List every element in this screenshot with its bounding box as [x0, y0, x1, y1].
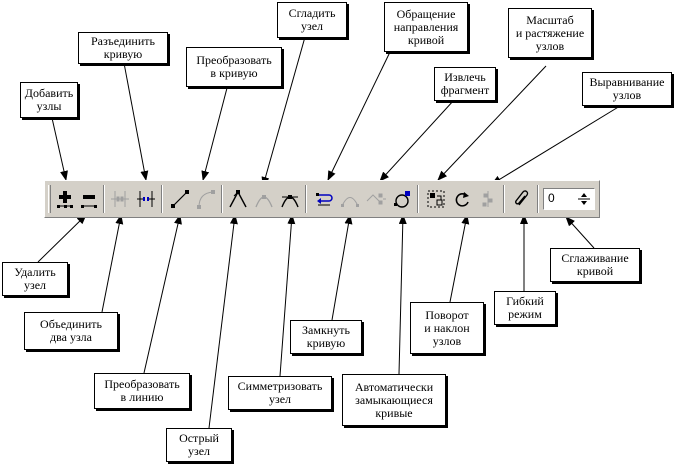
- delete-node-icon: [81, 195, 97, 208]
- delete-node-button[interactable]: [78, 187, 100, 211]
- toolbar-separator: [221, 185, 223, 213]
- arrow-symmetric-node: [279, 214, 296, 377]
- auto-close-button[interactable]: [391, 187, 413, 211]
- scale-nodes-button[interactable]: [425, 187, 447, 211]
- label-rotate-skew: Поворот и наклон узлов: [410, 302, 484, 354]
- close-curve-button[interactable]: [339, 187, 361, 211]
- cusp-node-button[interactable]: [227, 187, 249, 211]
- to-curve-icon: [197, 190, 215, 209]
- arrow-to-line: [143, 214, 182, 374]
- label-reverse-direction: Обращение направления кривой: [384, 2, 468, 52]
- rotate-nodes-button[interactable]: [451, 187, 473, 211]
- symmetric-node-button[interactable]: [279, 187, 301, 211]
- toolbar-separator: [503, 185, 505, 213]
- arrow-delete-node: [37, 214, 87, 263]
- arrow-rotate-nodes: [449, 214, 470, 303]
- label-curve-smoothing: Сглаживание кривой: [550, 248, 640, 282]
- add-node-icon: [57, 191, 73, 208]
- label-scale-stretch: Масштаб и растяжение узлов: [508, 8, 592, 58]
- toolbar-separator: [305, 185, 307, 213]
- label-delete-node: Удалить узел: [2, 262, 68, 296]
- arrow-curve-smoothing: [565, 216, 595, 249]
- curve-smoothing-value[interactable]: 0: [548, 191, 555, 205]
- arrow-close-curve: [331, 214, 353, 321]
- label-symmetric-node: Симметризовать узел: [228, 376, 332, 410]
- arrow-break-curve: [123, 62, 149, 181]
- arrow-align-nodes: [491, 105, 621, 185]
- label-break-curve: Разъединить кривую: [78, 32, 168, 64]
- label-auto-close: Автоматически замыкающиеся кривые: [342, 374, 446, 426]
- elastic-mode-button[interactable]: [511, 187, 533, 211]
- extract-subpath-button[interactable]: [365, 187, 387, 211]
- elastic-mode-icon: [515, 190, 529, 206]
- label-align-nodes: Выравнивание узлов: [582, 72, 672, 106]
- toolbar-separator: [537, 185, 539, 213]
- join-nodes-button[interactable]: [109, 187, 131, 211]
- label-close-curve: Замкнуть кривую: [290, 320, 362, 354]
- align-nodes-icon: [482, 191, 493, 207]
- spin-arrows-icon[interactable]: [576, 191, 592, 207]
- label-to-curve: Преобразовать в кривую: [186, 47, 282, 87]
- label-add-nodes: Добавить узлы: [20, 82, 78, 118]
- label-join-nodes: Объединить два узла: [24, 312, 118, 350]
- break-curve-button[interactable]: [135, 187, 157, 211]
- to-line-button[interactable]: [169, 187, 191, 211]
- smooth-node-button[interactable]: [253, 187, 275, 211]
- symmetric-node-icon: [281, 195, 299, 208]
- node-edit-toolbar: 0: [44, 180, 600, 218]
- arrow-add-nodes: [51, 117, 68, 181]
- arrow-to-curve: [201, 87, 228, 181]
- align-nodes-button[interactable]: [477, 187, 499, 211]
- rotate-nodes-icon: [455, 192, 469, 207]
- arrow-extract-subpath: [379, 99, 455, 182]
- close-curve-icon: [341, 197, 359, 207]
- label-to-line: Преобразовать в линию: [94, 373, 190, 409]
- add-node-button[interactable]: [54, 187, 76, 211]
- label-smooth-node: Сгладить узел: [277, 2, 347, 38]
- toolbar-grip[interactable]: [48, 185, 51, 213]
- to-curve-button[interactable]: [195, 187, 217, 211]
- arrow-cusp-node: [208, 214, 238, 429]
- cusp-node-icon: [229, 190, 247, 208]
- arrow-auto-close: [398, 214, 407, 375]
- arrow-join-nodes: [101, 214, 124, 313]
- scale-nodes-icon: [427, 190, 445, 208]
- reverse-direction-button[interactable]: [313, 187, 335, 211]
- arrow-reverse-direction: [327, 51, 391, 181]
- reverse-direction-icon: [316, 193, 333, 206]
- label-extract-subpath: Извлечь фрагмент: [434, 67, 496, 101]
- auto-close-icon: [394, 191, 410, 208]
- break-curve-icon: [137, 191, 155, 207]
- arrow-smooth-node: [261, 36, 306, 187]
- to-line-icon: [171, 190, 189, 208]
- curve-smoothing-spinbox[interactable]: 0: [543, 188, 595, 210]
- extract-subpath-icon: [366, 193, 386, 205]
- toolbar-separator: [417, 185, 419, 213]
- toolbar-separator: [103, 185, 105, 213]
- toolbar-separator: [161, 185, 163, 213]
- label-cusp-node: Острый узел: [166, 428, 232, 462]
- join-nodes-icon: [111, 191, 129, 207]
- arrow-scale-nodes: [437, 65, 547, 181]
- smooth-node-icon: [255, 195, 273, 208]
- label-elastic-mode: Гибкий режим: [494, 291, 556, 325]
